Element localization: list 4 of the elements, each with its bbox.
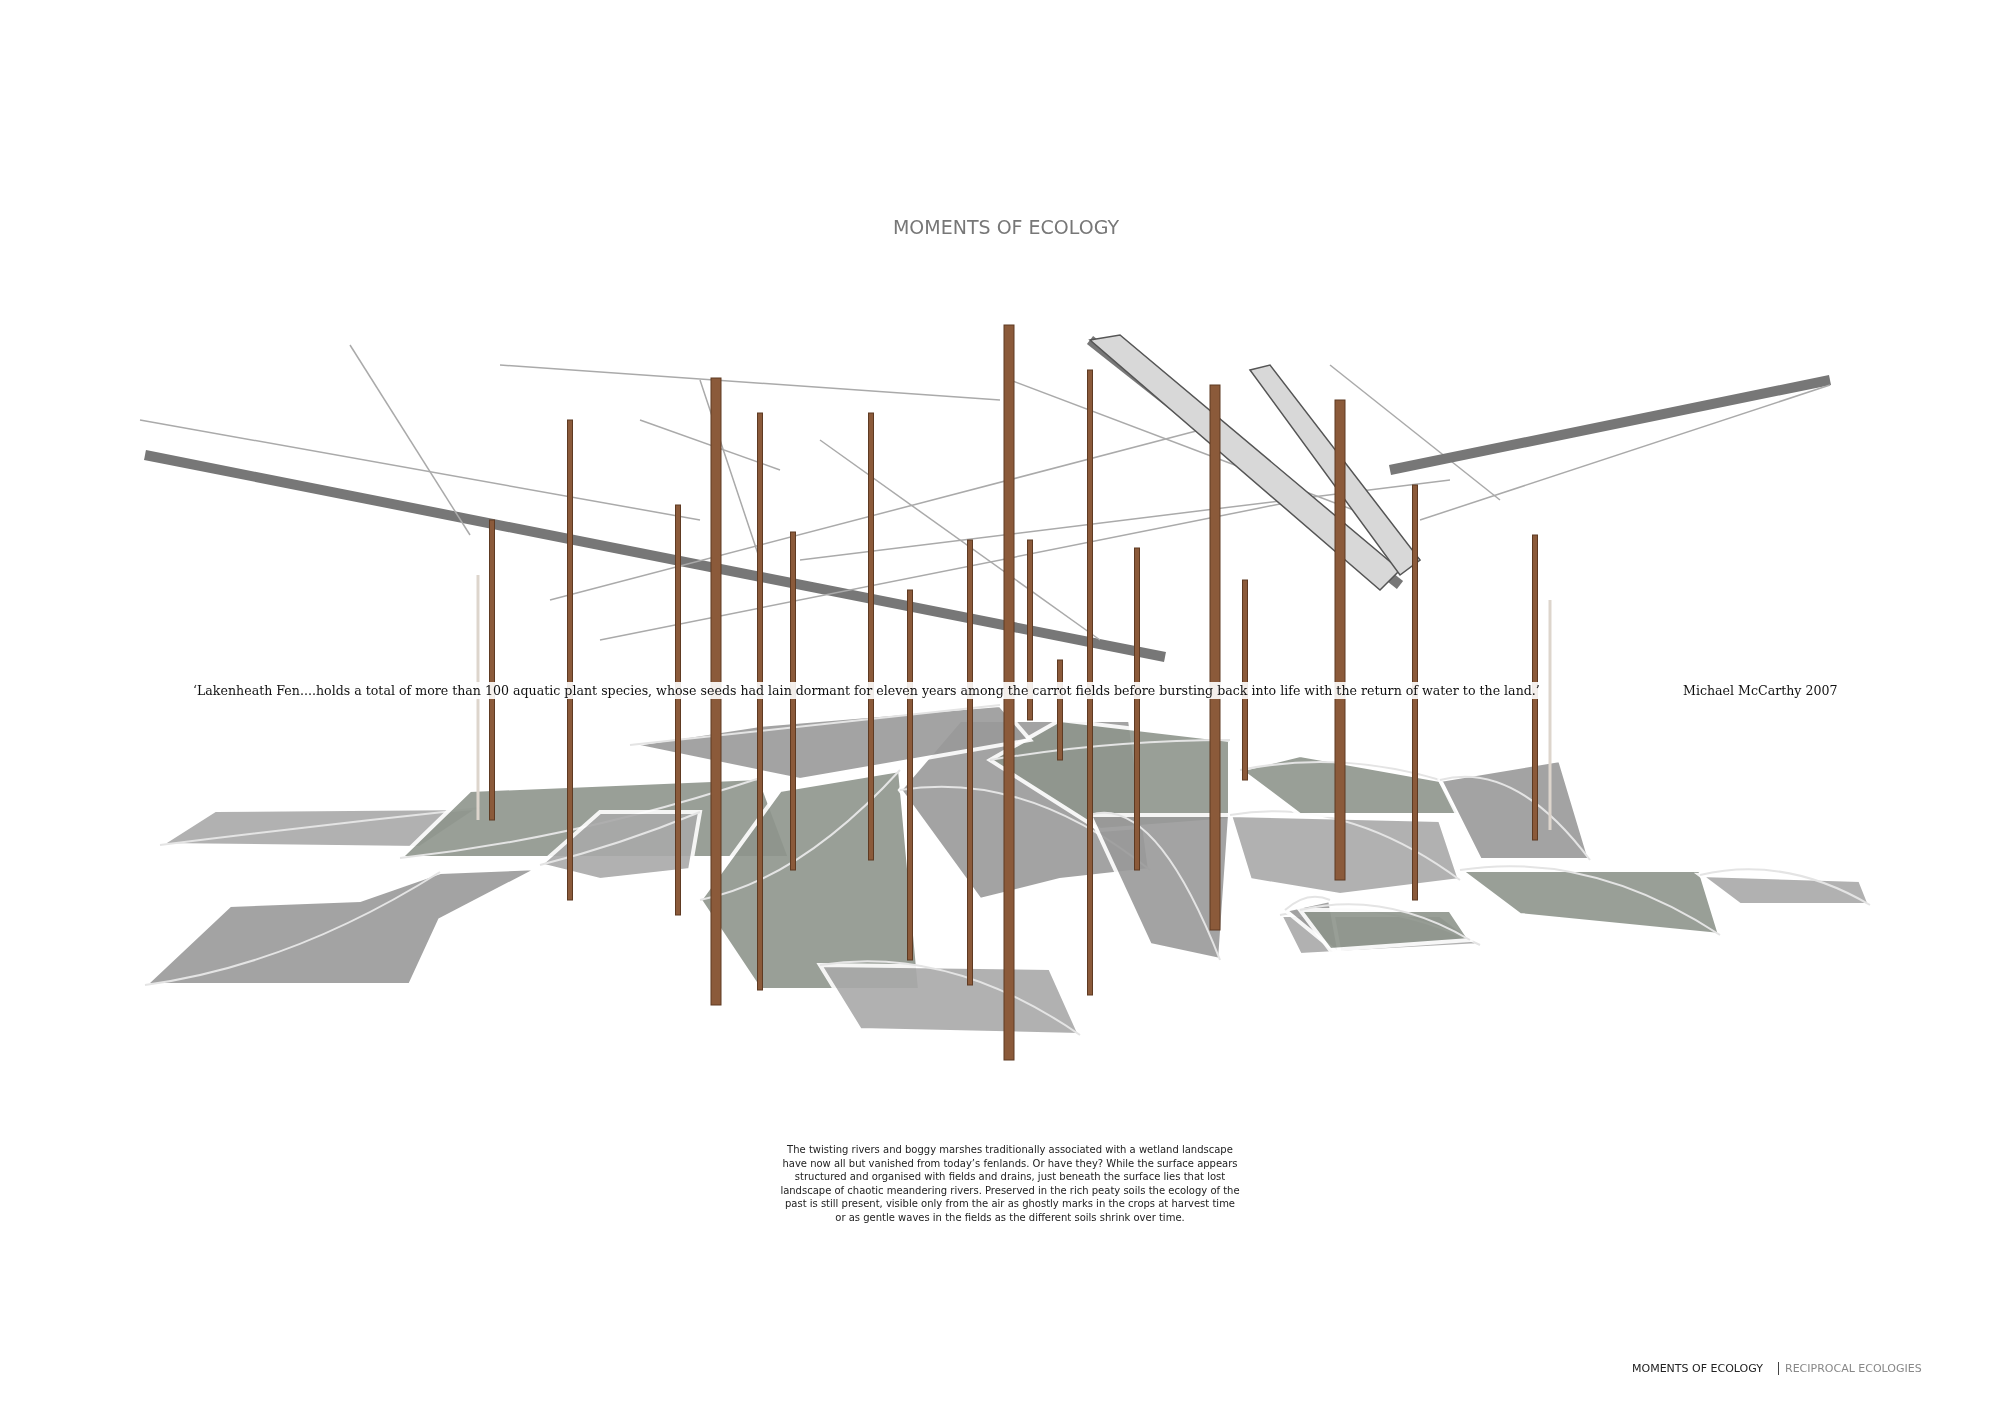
description-paragraph: The twisting rivers and boggy marshes traditionally associated with a wetland landscape have now all but vanished from today’s fenlands. Or have they? While the surface appears structured and organised with fields and drains, just beneath the surface lies that lost landscape of chaotic meandering rivers. Preserved in the rich peaty soils the ecology of the past is still present, visible only from the air as ghostly marks in the crops at harvest time or as gentle waves in the fields as the different soils shrink over time. bbox=[780, 1143, 1240, 1224]
footer-subtitle: RECIPROCAL ECOLOGIES bbox=[1778, 1362, 1922, 1375]
page-title: MOMENTS OF ECOLOGY bbox=[891, 216, 1121, 238]
footer-title: MOMENTS OF ECOLOGY bbox=[1632, 1362, 1763, 1375]
